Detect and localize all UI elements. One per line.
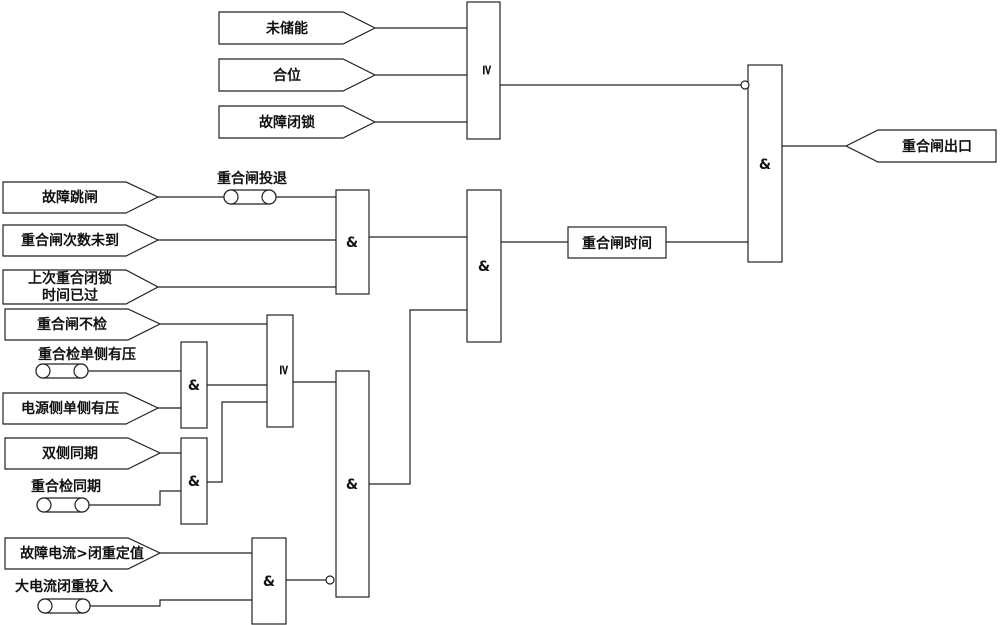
- input-label: 故障跳闸: [42, 189, 98, 206]
- switch-terminal-icon: [73, 363, 89, 379]
- and-gate-single-side: &: [180, 341, 208, 429]
- inverter-bubble-icon: [325, 575, 335, 585]
- input-label: 电源侧单侧有压: [21, 400, 119, 417]
- switch-label: 大电流闭重投入: [15, 578, 113, 595]
- input-label: 双侧同期: [42, 445, 98, 462]
- switch-terminal-icon: [74, 497, 90, 513]
- switch-label: 重合闸投退: [217, 170, 287, 187]
- input-label: 未储能: [266, 20, 308, 37]
- and-symbol: &: [346, 235, 358, 251]
- switch-check-single-side: 重合检单侧有压: [35, 346, 136, 379]
- switch-terminal-icon: [75, 598, 91, 614]
- and-gate-high-current: &: [251, 537, 287, 625]
- output-tag-reclose-exit: 重合闸出口: [844, 129, 997, 163]
- input-tag-count-not-reached: 重合闸次数未到: [2, 224, 160, 257]
- timer-label: 重合闸时间: [582, 235, 652, 252]
- switch-terminal-icon: [223, 189, 239, 205]
- and-gate-sync: &: [180, 437, 208, 525]
- input-label: 合位: [273, 67, 301, 84]
- input-label-line2: 时间已过: [42, 287, 98, 304]
- and-symbol: &: [263, 574, 275, 590]
- switch-terminal-icon: [261, 189, 277, 205]
- input-label: 故障闭锁: [259, 114, 315, 131]
- switch-terminal-icon: [36, 497, 52, 513]
- input-tag-closed-position: 合位: [218, 58, 377, 92]
- and-symbol: &: [188, 474, 200, 490]
- switch-check-sync: 重合检同期: [31, 478, 101, 513]
- switch-terminal-icon: [37, 598, 53, 614]
- and-symbol: &: [188, 378, 200, 394]
- and-gate-final: &: [740, 64, 783, 263]
- output-label: 重合闸出口: [902, 138, 972, 155]
- and-symbol: &: [759, 157, 771, 173]
- wires: [88, 27, 846, 607]
- and-symbol: &: [478, 259, 490, 275]
- input-tag-fault-trip: 故障跳闸: [2, 181, 160, 214]
- input-tag-fault-lock: 故障闭锁: [218, 105, 377, 139]
- input-label: 故障电流>闭重定值: [20, 545, 144, 562]
- input-tag-not-stored: 未储能: [218, 11, 377, 45]
- timer-block: 重合闸时间: [567, 226, 667, 259]
- input-tag-both-sync: 双侧同期: [4, 437, 162, 470]
- and-gate-reclose-start: &: [335, 189, 370, 295]
- or-symbol: ≥: [276, 364, 292, 376]
- switch-terminal-icon: [35, 363, 51, 379]
- or-gate-lock-conditions: ≥: [466, 1, 501, 140]
- and-gate-reclose-main: &: [466, 189, 502, 343]
- input-label: 重合闸不检: [37, 316, 107, 333]
- input-tag-no-check: 重合闸不检: [4, 308, 162, 341]
- or-gate-check-modes: ≥: [266, 314, 294, 428]
- input-tag-power-side-single: 电源侧单侧有压: [2, 392, 160, 425]
- switch-label: 重合检单侧有压: [38, 346, 136, 363]
- or-symbol: ≥: [479, 64, 495, 76]
- input-tag-last-lock-expired: 上次重合闭锁 时间已过: [2, 269, 160, 305]
- input-tag-fault-current: 故障电流>闭重定值: [4, 537, 162, 570]
- and-gate-check-enable: &: [325, 370, 370, 598]
- switch-reclose-enable: 重合闸投退: [217, 170, 287, 205]
- and-symbol: &: [346, 477, 358, 493]
- input-label: 重合闸次数未到: [21, 232, 119, 249]
- inverter-bubble-icon: [740, 80, 750, 90]
- switch-label: 重合检同期: [31, 478, 101, 495]
- input-label-line1: 上次重合闭锁: [28, 270, 112, 287]
- switch-high-current-enable: 大电流闭重投入: [15, 578, 113, 614]
